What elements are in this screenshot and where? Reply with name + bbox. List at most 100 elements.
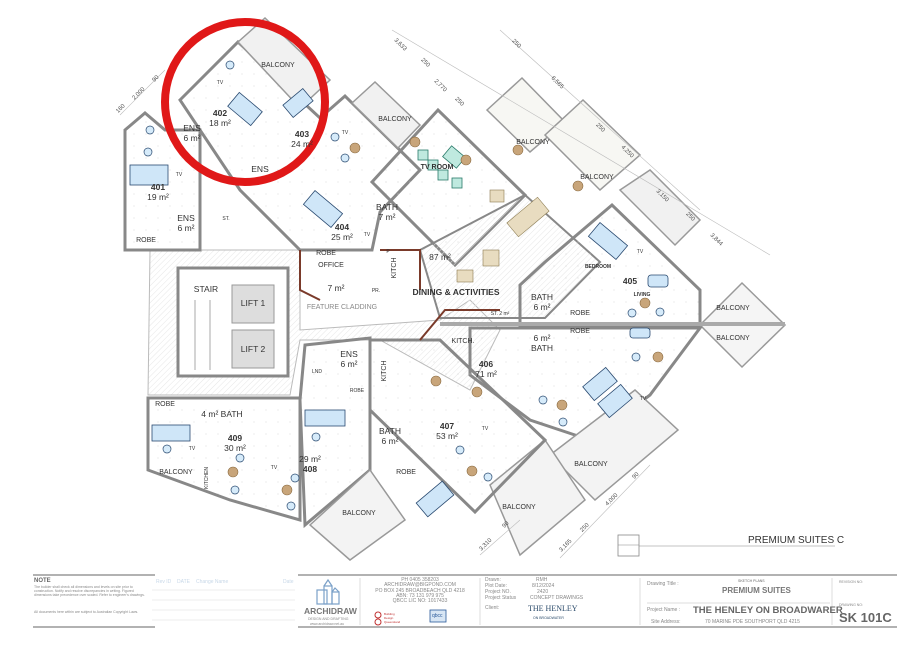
tv-room-label: TV ROOM [420,163,454,171]
tv-label: TV [363,232,371,239]
site-address: 70 MARINE PDE SOUTHPORT QLD 4215 [705,619,800,625]
drawing-no-label: DRAWING NO: [839,603,863,607]
dining-activities-label: DINING & ACTIVITIES [412,287,500,298]
note-heading: NOTE [34,578,51,584]
store-label: ST. [222,216,230,223]
room-405-label: 405 [622,276,638,287]
drawing-title-label: Drawing Title : [647,581,679,587]
tv-label: TV [175,172,183,179]
robe-label: ROBE [396,468,416,476]
balcony-label: BALCONY [261,61,295,69]
copyright-text: All documents here within are subject to… [34,610,139,614]
plot-date-value: 8/12/2024 [532,583,555,589]
highlight-circle [161,18,329,186]
dining-area-size: 87 m² [429,252,451,263]
client-logo-sub: ON BROADWATER [533,616,564,620]
project-name-label: Project Name : [647,607,681,613]
revision-header: DATE [177,579,190,585]
stair-label: STAIR [193,284,219,295]
drawing-number: SK 101C [839,610,892,625]
robe-label: ROBE [316,249,336,257]
bdq-badge: Building Design Queensland [384,612,401,624]
revision-header: Date [283,579,294,585]
project-name: THE HENLEY ON BROADWARER [693,605,843,616]
bath-409-label: 4 m² BATH [201,409,243,420]
project-status-label: Project Status [485,595,517,601]
balcony-label: BALCONY [378,115,412,123]
bdq-logo-icon [374,611,382,626]
client-label: Client: [485,605,500,611]
balcony-label: BALCONY [716,334,750,342]
plot-date-label: Plot Date: [485,583,507,589]
lift-1-label: LIFT 1 [240,298,266,309]
room-403-ens-label: ENS [251,164,269,175]
firm-website: www.archidraw.net.au [310,621,345,626]
robe-label: ROBE [155,400,175,408]
office-label: OFFICE [318,261,344,269]
robe-label: ROBE [136,236,156,244]
archidraw-logo-icon [316,578,340,605]
balcony-label: BALCONY [574,460,608,468]
kitchen-label: KITCH. [451,337,475,345]
bedroom-label: BEDROOM [584,264,612,271]
tv-label: TV [639,396,647,403]
balcony-408 [308,468,407,561]
office-area: 7 m² [327,283,345,294]
qbcc-logo-icon [429,609,447,623]
kitchen-label: KITCH [390,257,398,279]
client-logo: THE HENLEY [528,604,578,613]
drawing-title-sub: SKETCH PLANS [738,579,765,583]
unit-408 [298,336,372,529]
revision-header: Rev ID [156,579,172,585]
living-label: LIVING [633,292,651,299]
drawn-label: Drawn: [485,577,501,583]
pr-label: PR. [371,288,381,295]
laundry-label: LND [311,369,323,376]
robe-label: ROBE [570,309,590,317]
revision-no-label: REVISION NO: [839,580,863,584]
balcony-404 [350,80,422,150]
balcony-label: BALCONY [716,304,750,312]
balcony-b [543,98,642,192]
feature-cladding-label: FEATURE CLADDING [306,303,378,311]
site-address-label: Site Address: [651,619,681,625]
pantry-label: P [386,249,390,256]
revision-header: Change Name [196,579,229,585]
kitchen-label: KITCHEN [204,467,211,489]
firm-subtitle: DESIGN AND DRAFTING [308,617,349,621]
balcony-label: BALCONY [516,138,550,146]
project-no-label: Project NO. [485,589,511,595]
sheet-title: PREMIUM SUITES C [748,535,845,546]
balcony-405 [618,169,702,247]
balcony-label: BALCONY [342,509,376,517]
tv-label: TV [216,80,224,87]
tv-label: TV [341,130,349,137]
kitchen-label: KITCH [380,360,388,382]
tv-label: TV [188,446,196,453]
balcony-label: BALCONY [159,468,193,476]
balcony-label: BALCONY [580,173,614,181]
robe-label: ROBE [570,327,590,335]
qbcc-badge: qbcc [432,613,443,619]
tv-label: TV [481,426,489,433]
store-label: ST. 2 m² [490,311,510,318]
balcony-label: BALCONY [502,503,536,511]
project-status-value: CONCEPT DRAWINGS [530,595,584,601]
tv-label: TV [270,465,278,472]
